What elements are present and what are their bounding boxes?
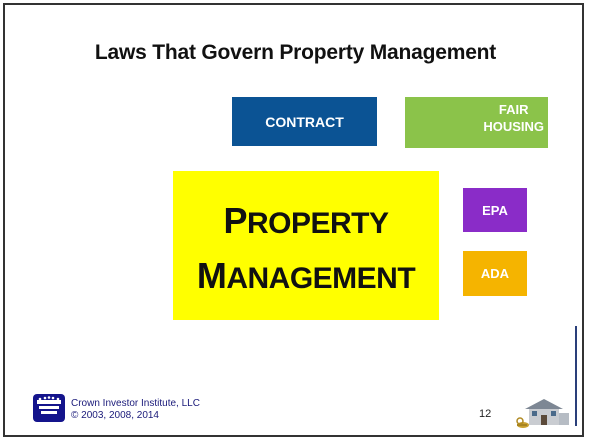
property-management-box: PROPERTY MANAGEMENT <box>173 171 439 320</box>
copyright: © 2003, 2008, 2014 <box>71 410 159 421</box>
epa-box: EPA <box>463 188 527 232</box>
slide: Laws That Govern Property Management CON… <box>3 3 584 437</box>
fair-housing-label-line2: HOUSING <box>483 119 544 134</box>
management-word: MANAGEMENT <box>196 255 416 296</box>
ada-label: ADA <box>480 266 510 281</box>
footer-text: Crown Investor Institute, LLC © 2003, 20… <box>71 398 200 422</box>
epa-label: EPA <box>482 202 508 218</box>
company-name: Crown Investor Institute, LLC <box>71 398 200 409</box>
decorative-vertical-line <box>575 326 577 426</box>
slide-title: Laws That Govern Property Management <box>94 41 497 64</box>
property-word: PROPERTY <box>223 200 389 241</box>
crown-logo-icon <box>33 394 65 422</box>
house-with-keys-icon <box>515 397 573 431</box>
fair-housing-label-line1: FAIR <box>498 102 529 117</box>
fair-housing-box: FAIR HOUSING <box>405 97 548 148</box>
page-number: 12 <box>479 408 492 420</box>
contract-box: CONTRACT <box>232 97 377 146</box>
ada-box: ADA <box>463 251 527 296</box>
contract-label: CONTRACT <box>265 113 344 130</box>
